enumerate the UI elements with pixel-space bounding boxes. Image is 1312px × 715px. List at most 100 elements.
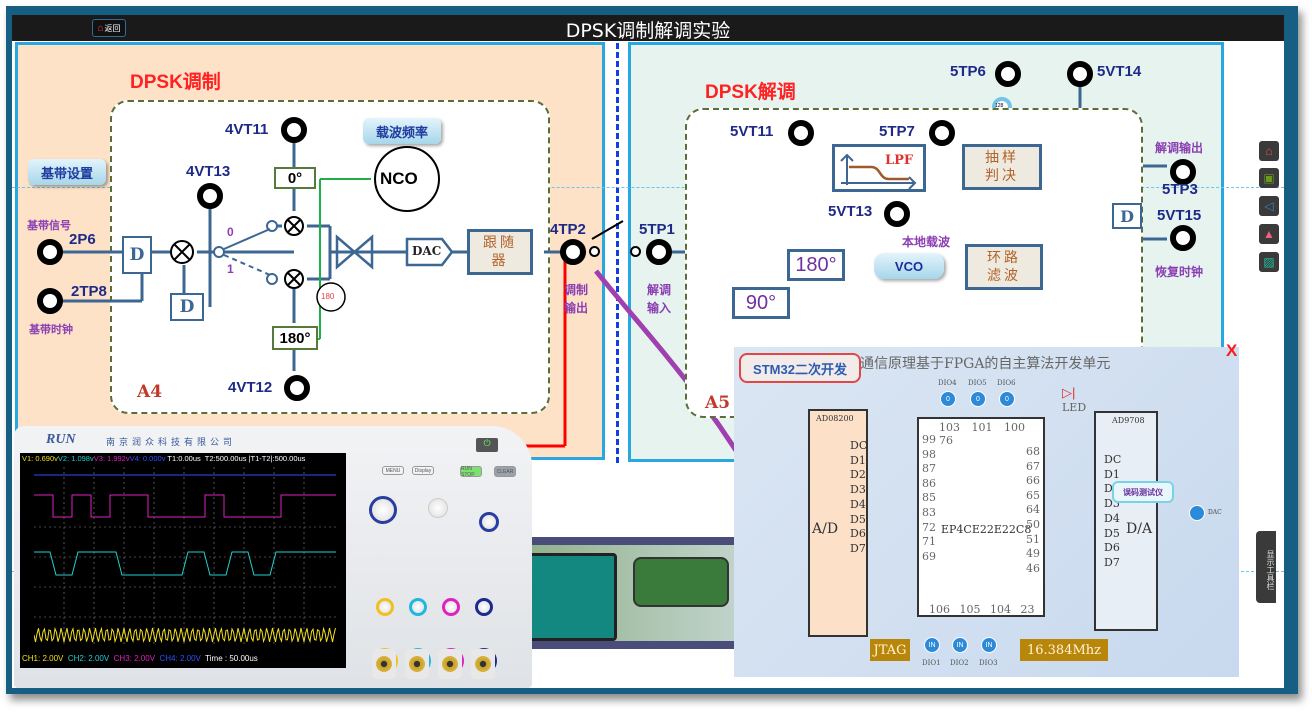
- show-toolbar-button[interactable]: 显示工具栏: [1256, 531, 1276, 603]
- dio-port-dio4[interactable]: 0: [940, 391, 956, 407]
- terminal-5tp6[interactable]: [995, 61, 1021, 87]
- dac-label: DAC: [412, 244, 442, 258]
- time-scale: Time : 50.00us: [205, 654, 258, 663]
- loop-filter-box: 环路滤波: [965, 244, 1043, 290]
- scope-menu-button[interactable]: MENU: [382, 466, 404, 475]
- terminal-4vt13[interactable]: [197, 183, 223, 209]
- toolbar-mute-button[interactable]: ◁: [1259, 196, 1279, 216]
- stm32-dev-button[interactable]: STM32二次开发: [739, 353, 861, 383]
- pin-label: 87: [922, 462, 936, 476]
- switch-0-label: 0: [227, 225, 234, 239]
- pin-label: D1: [850, 453, 866, 467]
- nco-label: NCO: [380, 169, 418, 188]
- close-fpga-panel-button[interactable]: X: [1226, 341, 1238, 360]
- ch2-scale: CH2: 2.00V: [67, 654, 110, 663]
- phase-0-box: 0°: [274, 167, 316, 189]
- terminal-5vt11[interactable]: [788, 120, 814, 146]
- dio-port-dio5[interactable]: 0: [970, 391, 986, 407]
- power-button[interactable]: ⏻: [476, 438, 498, 452]
- pin-label: 83: [922, 505, 936, 519]
- toolbar-image-button[interactable]: ▨: [1259, 252, 1279, 272]
- terminal-label-5tp3: 5TP3: [1162, 181, 1198, 198]
- terminal-2p6[interactable]: [37, 239, 63, 265]
- ch1-scale: CH1: 2.00V: [22, 654, 64, 663]
- ch1-bnc-connector[interactable]: [372, 649, 396, 679]
- switch-contact[interactable]: [589, 246, 600, 257]
- ch3-position-knob[interactable]: [442, 598, 460, 616]
- pin-label: D7: [850, 541, 866, 555]
- sample-decision-box: 抽样判决: [962, 144, 1042, 190]
- scope-display-button[interactable]: Display: [412, 466, 434, 475]
- ch4-scale: CH4: 2.00V: [159, 654, 201, 663]
- knob-value-128[interactable]: 128: [995, 103, 1004, 109]
- scope-run-stop-button[interactable]: RUN STOP: [460, 466, 482, 478]
- pin-label: D6: [1104, 541, 1120, 555]
- terminal-5vt15[interactable]: [1170, 225, 1196, 251]
- home-icon: ⌂: [1265, 144, 1273, 158]
- scope-traces: [34, 467, 336, 647]
- terminal-5tp3[interactable]: [1170, 159, 1196, 185]
- position-knob[interactable]: [428, 498, 448, 518]
- phase-90-box: 90°: [732, 287, 790, 319]
- toolbar-home-button[interactable]: ⌂: [1259, 141, 1279, 161]
- pin-label: D3: [850, 483, 866, 497]
- lpf-curve-icon: [840, 153, 917, 190]
- phase-180-box: 180°: [272, 326, 318, 350]
- dio-label: DIO2: [950, 659, 969, 667]
- dio-port-dio3[interactable]: IN: [981, 637, 997, 653]
- switch-1-label: 1: [227, 262, 234, 276]
- ch4-bnc-connector[interactable]: [471, 649, 495, 679]
- label-recovered-clock: 恢复时钟: [1155, 265, 1204, 279]
- ch1-position-knob[interactable]: [376, 598, 394, 616]
- terminal-4vt12[interactable]: [284, 375, 310, 401]
- ch4-position-knob[interactable]: [475, 598, 493, 616]
- terminal-4vt11[interactable]: [281, 117, 307, 143]
- terminal-label-2tp8: 2TP8: [71, 283, 107, 300]
- dio-port-dio2[interactable]: IN: [952, 637, 968, 653]
- dio-port-dio6[interactable]: 0: [999, 391, 1015, 407]
- readout-dt: |T1-T2|:500.00us: [248, 454, 306, 463]
- terminal-2tp8[interactable]: [37, 288, 63, 314]
- terminal-5tp7[interactable]: [929, 120, 955, 146]
- ber-tester-button[interactable]: 误码测试仪: [1112, 481, 1174, 503]
- terminal-4tp2[interactable]: [560, 239, 586, 265]
- speaker-mute-icon: ◁: [1264, 199, 1274, 213]
- horizontal-knob[interactable]: [369, 496, 397, 524]
- scope-clear-button[interactable]: CLEAR: [494, 466, 516, 477]
- pin-label: 49: [1026, 547, 1040, 561]
- trigger-knob[interactable]: [479, 512, 499, 532]
- phase-180-box: 180°: [787, 249, 845, 281]
- baseband-settings-button[interactable]: 基带设置: [28, 159, 106, 185]
- scope-company: 南京润众科技有限公司: [106, 437, 237, 447]
- toolbar-chip-button[interactable]: ▣: [1259, 168, 1279, 188]
- readout-v1: V1: 0.690v: [22, 454, 58, 463]
- terminal-label-4vt11: 4VT11: [225, 121, 269, 138]
- adc-label: A/D: [812, 521, 839, 537]
- terminal-5tp1[interactable]: [646, 239, 672, 265]
- back-button[interactable]: ⌂返回: [92, 19, 126, 37]
- toolbar-marker-button[interactable]: ▲: [1259, 224, 1279, 244]
- ch3-bnc-connector[interactable]: [438, 649, 462, 679]
- dac-output-port[interactable]: [1189, 505, 1205, 521]
- scope-brand: RUN: [46, 432, 76, 447]
- switch-contact[interactable]: [630, 246, 641, 257]
- terminal-5vt13[interactable]: [884, 201, 910, 227]
- led-icon: ▷|: [1062, 385, 1076, 400]
- vco-button[interactable]: VCO: [874, 253, 944, 279]
- pin-label: 46: [1026, 561, 1040, 575]
- image-icon: ▨: [1263, 255, 1275, 269]
- terminal-5vt14[interactable]: [1067, 61, 1093, 87]
- ch2-bnc-connector[interactable]: [405, 649, 429, 679]
- dio-port-dio1[interactable]: IN: [924, 637, 940, 653]
- ch2-position-knob[interactable]: [409, 598, 427, 616]
- pin-label: 67: [1026, 459, 1040, 473]
- pin-label: D1: [1104, 467, 1120, 481]
- back-label: 返回: [104, 23, 121, 33]
- carrier-frequency-button[interactable]: 载波频率: [363, 118, 441, 144]
- pin-label: D5: [850, 512, 866, 526]
- pin-label: D4: [850, 497, 866, 511]
- pin-label: D7: [1104, 555, 1120, 569]
